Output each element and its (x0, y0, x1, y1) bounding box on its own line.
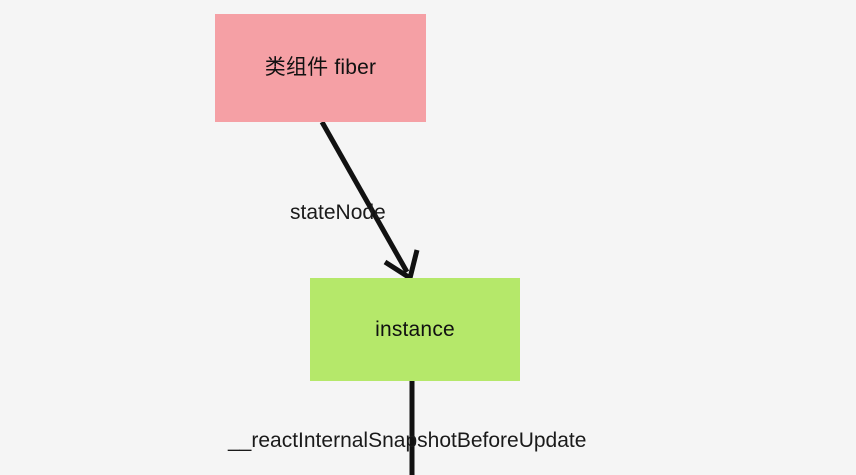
edge-label-state-node: stateNode (290, 201, 386, 224)
edge-state-node-arrowhead (383, 249, 420, 282)
edge-label-snapshot: __reactInternalSnapshotBeforeUpdate (228, 429, 587, 452)
node-class-fiber-label: 类组件 fiber (264, 56, 377, 80)
edge-state-node (319, 120, 420, 282)
node-class-fiber[interactable]: 类组件 fiber (215, 14, 426, 122)
node-instance[interactable]: instance (310, 278, 520, 381)
node-instance-label: instance (375, 317, 455, 341)
edge-state-node-line (319, 120, 410, 274)
